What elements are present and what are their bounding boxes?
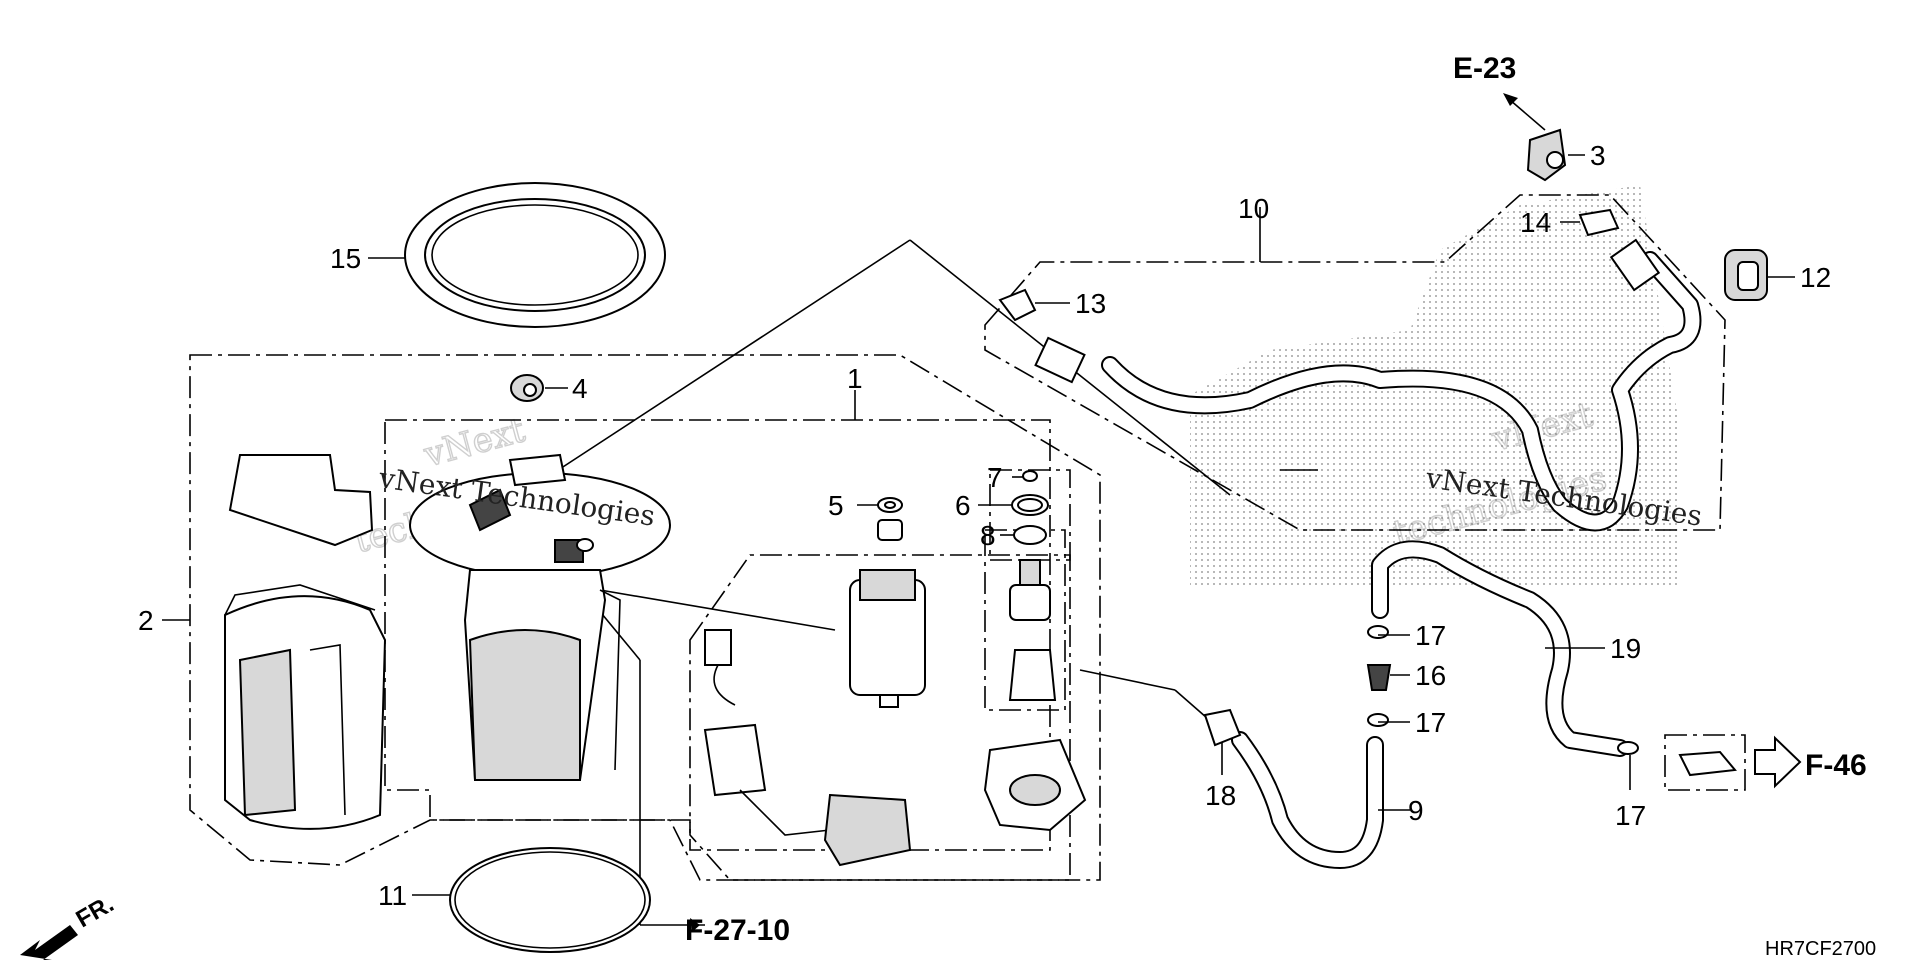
callout-11: 11 <box>378 880 407 911</box>
part-grommet-12 <box>1724 249 1768 301</box>
callout-2: 2 <box>138 605 154 636</box>
part-pump-holder <box>224 454 387 830</box>
callout-numbers: 1 2 3 4 5 6 7 8 9 10 11 12 13 14 15 16 1… <box>138 140 1831 911</box>
part-feed-tube <box>1034 238 1702 532</box>
arrows <box>20 93 1802 960</box>
callout-4: 4 <box>572 373 588 404</box>
part-o-ring-large <box>449 847 651 953</box>
callout-16: 16 <box>1415 660 1446 691</box>
part-bracket-3 <box>1526 128 1567 182</box>
callout-18: 18 <box>1205 780 1236 811</box>
ref-f2710: F-27-10 <box>685 914 790 947</box>
callout-17-upper: 17 <box>1415 620 1446 651</box>
callout-19: 19 <box>1610 633 1641 664</box>
callout-1: 1 <box>847 363 863 394</box>
callout-7: 7 <box>987 462 1003 493</box>
part-clip-13 <box>998 288 1037 322</box>
callout-5: 5 <box>828 490 844 521</box>
callout-14: 14 <box>1520 207 1551 238</box>
callout-17-middle: 17 <box>1415 707 1446 738</box>
part-clip-14 <box>1578 208 1620 237</box>
front-direction-label: FR. <box>72 890 119 933</box>
part-fuel-pump <box>849 569 926 708</box>
callout-9: 9 <box>1408 795 1424 826</box>
callout-13: 13 <box>1075 288 1106 319</box>
part-seals <box>877 470 1049 545</box>
callout-8: 8 <box>980 520 996 551</box>
ref-e23: E-23 <box>1453 52 1516 85</box>
callout-17-right: 17 <box>1615 800 1646 831</box>
callout-3: 3 <box>1590 140 1606 171</box>
part-level-sender <box>703 629 912 867</box>
ref-f46: F-46 <box>1805 749 1867 782</box>
diagram-code: HR7CF2700 <box>1765 938 1876 960</box>
callout-15: 15 <box>330 243 361 274</box>
callout-12: 12 <box>1800 262 1831 293</box>
callout-6: 6 <box>955 490 971 521</box>
part-regulator <box>983 559 1087 832</box>
callout-10: 10 <box>1238 193 1269 224</box>
callout-ticks <box>162 154 1795 896</box>
part-pump-module <box>409 453 671 781</box>
part-grommet <box>510 374 544 402</box>
part-return-hoses <box>1203 540 1737 869</box>
part-retaining-ring <box>404 182 666 328</box>
